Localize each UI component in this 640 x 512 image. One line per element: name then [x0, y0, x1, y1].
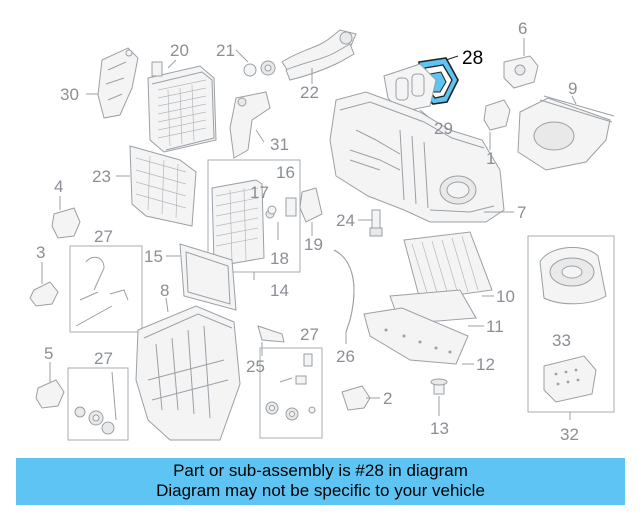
- callout-31: 31: [270, 135, 289, 154]
- callout-2: 2: [383, 389, 392, 408]
- part-3-actuator: [29, 262, 59, 307]
- part-15-frame: [166, 243, 237, 311]
- part-25-clip: [257, 325, 285, 356]
- callout-23: 23: [92, 167, 111, 186]
- callout-20: 20: [170, 41, 189, 60]
- part-16-17-small: [267, 197, 297, 240]
- part-6-actuator: [503, 38, 539, 89]
- callout-24: 24: [336, 211, 355, 230]
- callout-26: 26: [336, 347, 355, 366]
- part-13-fastener: [430, 378, 448, 416]
- part-24-sensor: [358, 209, 383, 237]
- callout-27: 27: [94, 227, 113, 246]
- part-10-filter: [403, 231, 494, 301]
- part-1-actuator: [483, 99, 511, 150]
- part-27-box-bottom: [67, 367, 129, 441]
- parts-diagram: 1 2 3 4 5 6 7 8 9 10 11 12 13 14 15 16 1…: [29, 19, 615, 444]
- callout-10: 10: [496, 287, 515, 306]
- callout-5: 5: [44, 344, 53, 363]
- callout-7: 7: [517, 203, 526, 222]
- part-29-gasket: [383, 63, 437, 121]
- part-21-clamps: [235, 49, 276, 77]
- part-31-bracket: [229, 91, 271, 159]
- callout-27: 27: [300, 325, 319, 344]
- callout-25: 25: [246, 357, 265, 376]
- callout-4: 4: [54, 177, 63, 196]
- callout-13: 13: [430, 419, 449, 438]
- callout-14: 14: [270, 281, 289, 300]
- callout-8: 8: [160, 281, 169, 300]
- banner-line-2: Diagram may not be specific to your vehi…: [156, 481, 485, 500]
- callout-12: 12: [476, 355, 495, 374]
- callout-11: 11: [486, 317, 504, 336]
- callout-3: 3: [36, 243, 45, 262]
- callout-33: 33: [552, 331, 571, 350]
- part-26-pipe: [333, 249, 355, 344]
- part-2-bracket: [341, 385, 380, 411]
- part-20-heater-core: [147, 61, 217, 153]
- callout-labels: 1 2 3 4 5 6 7 8 9 10 11 12 13 14 15 16 1…: [36, 19, 579, 444]
- callout-32: 32: [560, 425, 579, 444]
- part-30-bracket: [97, 47, 139, 119]
- callout-22: 22: [300, 83, 319, 102]
- callout-1: 1: [486, 149, 495, 168]
- part-23-core: [116, 145, 197, 227]
- part-9-housing: [517, 95, 615, 171]
- hvac-housing: [329, 91, 505, 223]
- part-5-actuator: [35, 362, 65, 409]
- part-22-hoses: [281, 29, 357, 84]
- part-4-actuator: [51, 196, 81, 239]
- callout-19: 19: [304, 235, 323, 254]
- callout-16: 16: [276, 163, 295, 182]
- part-19-cover: [299, 187, 323, 236]
- callout-17: 17: [250, 183, 269, 202]
- banner-line-1: Part or sub-assembly is #28 in diagram: [173, 461, 468, 480]
- part-27-box-top: [69, 245, 143, 333]
- callout-29: 29: [434, 119, 453, 138]
- callout-30: 30: [60, 85, 79, 104]
- callout-9: 9: [568, 79, 577, 98]
- part-8-housing: [135, 297, 241, 441]
- callout-28: 28: [462, 48, 483, 69]
- info-banner: Part or sub-assembly is #28 in diagram D…: [16, 458, 625, 505]
- callout-21: 21: [216, 41, 235, 60]
- callout-6: 6: [518, 19, 527, 38]
- callout-27: 27: [94, 349, 113, 368]
- callout-15: 15: [144, 247, 163, 266]
- part-32-blower-box: [527, 235, 615, 420]
- part-27-box-middle: [259, 347, 323, 439]
- part-12-plate: [363, 307, 474, 365]
- callout-18: 18: [270, 249, 289, 268]
